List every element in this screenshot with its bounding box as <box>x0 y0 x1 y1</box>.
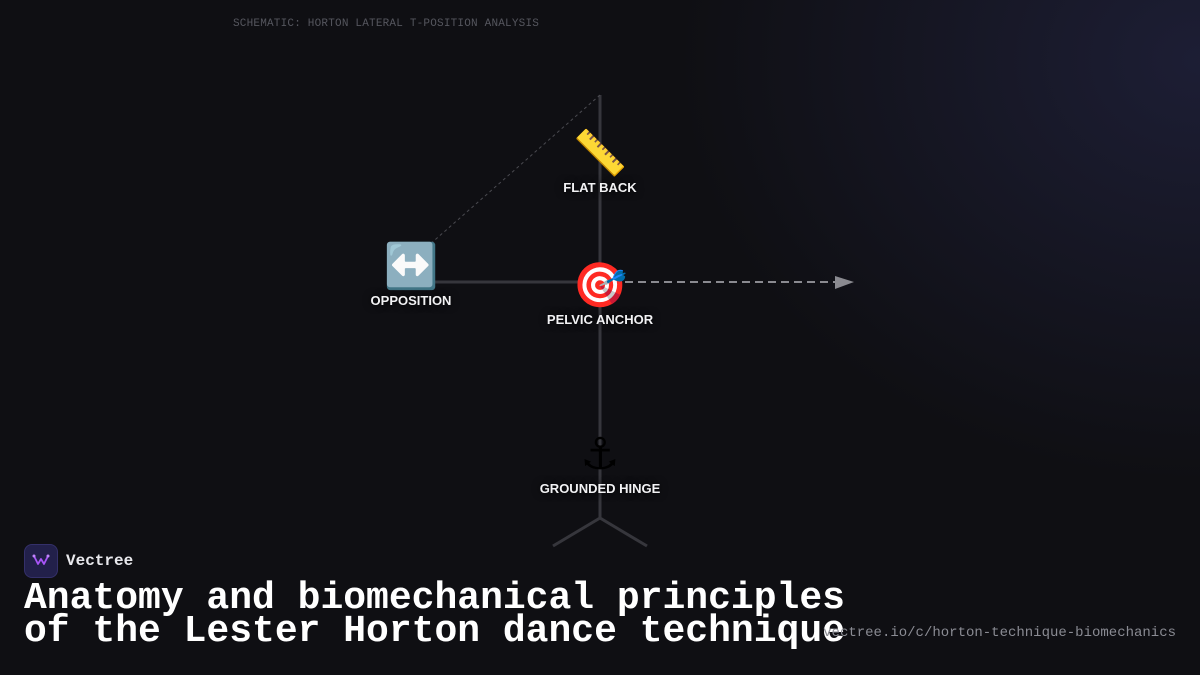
node-opposition: ↔️ OPPOSITION <box>370 241 452 309</box>
brand[interactable]: Vectree <box>24 544 133 578</box>
target-icon: 🎯 <box>572 260 628 311</box>
brand-name: Vectree <box>66 552 134 570</box>
diagonal-guide-line <box>427 94 601 247</box>
flat-back-label: FLAT BACK <box>563 180 637 195</box>
opposition-label: OPPOSITION <box>370 293 452 308</box>
node-pelvic-anchor: 🎯 PELVIC ANCHOR <box>546 260 654 328</box>
schematic-label: SCHEMATIC: HORTON LATERAL T-POSITION ANA… <box>233 18 540 30</box>
extension-arrowhead <box>835 276 854 289</box>
left-leg-line <box>552 516 601 548</box>
right-leg-line <box>599 516 648 548</box>
source-url[interactable]: vectree.io/c/horton-technique-biomechani… <box>823 625 1176 641</box>
grounded-hinge-label: GROUNDED HINGE <box>539 481 661 496</box>
vectree-logo-icon <box>24 544 58 578</box>
anchor-icon: ⚓ <box>580 429 620 480</box>
title-line-2: of the Lester Horton dance technique <box>24 610 845 653</box>
node-flat-back: 📏 FLAT BACK <box>563 128 637 196</box>
left-right-arrow-icon: ↔️ <box>383 241 439 292</box>
ruler-icon: 📏 <box>572 128 628 179</box>
pelvic-anchor-label: PELVIC ANCHOR <box>546 312 654 327</box>
page-title: Anatomy and biomechanical principles of … <box>24 577 845 653</box>
node-grounded-hinge: ⚓ GROUNDED HINGE <box>539 429 661 497</box>
title-line-1: Anatomy and biomechanical principles <box>24 577 845 620</box>
